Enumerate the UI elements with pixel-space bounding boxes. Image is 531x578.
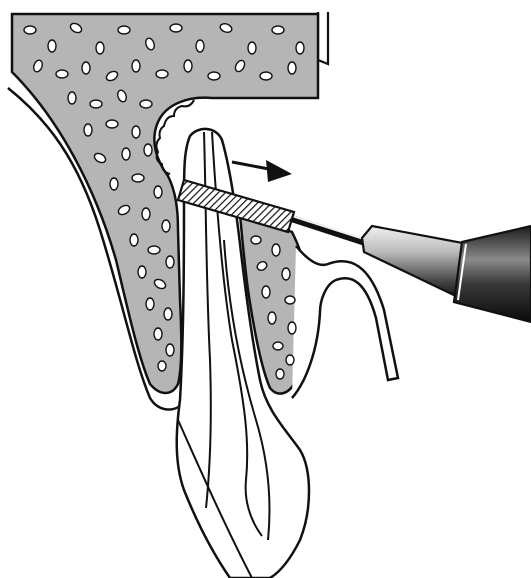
- gingiva-right: [292, 246, 398, 398]
- handpiece-nose: [362, 226, 468, 298]
- instrument-shaft: [290, 218, 370, 244]
- upper-frame: [318, 12, 328, 64]
- arrow-right-icon: [232, 160, 292, 182]
- instrument-shaft-highlight: [292, 216, 370, 241]
- handpiece-icon: [362, 226, 531, 322]
- handpiece-body: [454, 226, 531, 322]
